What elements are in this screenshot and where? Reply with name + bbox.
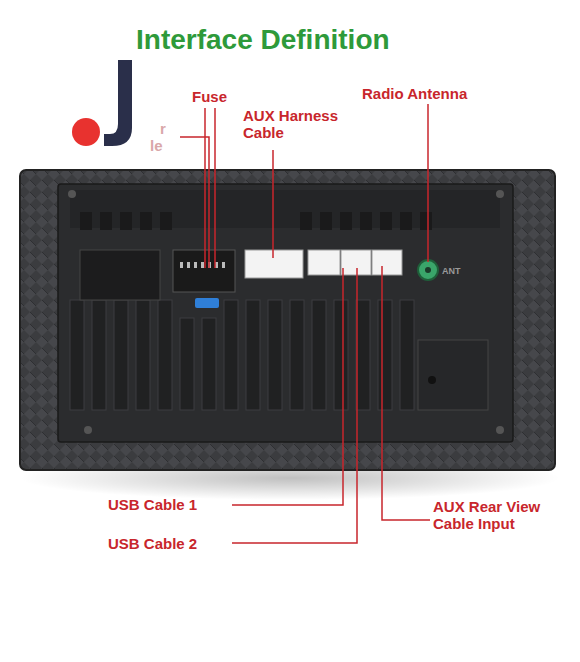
blank-cover bbox=[80, 250, 160, 300]
part-label: USB Cable 2 bbox=[108, 535, 228, 552]
part-label: le bbox=[150, 137, 180, 154]
antenna-pin bbox=[425, 267, 431, 273]
usb2-port bbox=[341, 250, 371, 275]
top-vent-strip bbox=[70, 190, 500, 228]
part-label: ANT bbox=[442, 266, 482, 277]
power-connector bbox=[173, 250, 235, 292]
part-label: AUX Harness Cable bbox=[243, 107, 353, 141]
antenna-socket bbox=[418, 260, 438, 280]
part-label: AUX Rear View Cable Input bbox=[433, 498, 545, 532]
aux-harness-port bbox=[245, 250, 303, 278]
part-label: Radio Antenna bbox=[362, 85, 502, 102]
usb1-port bbox=[308, 250, 340, 275]
camera-port bbox=[372, 250, 402, 275]
connector-pins bbox=[180, 262, 225, 268]
logo-dot bbox=[72, 118, 100, 146]
leader-lines bbox=[180, 104, 430, 543]
part-label: Fuse bbox=[192, 88, 252, 105]
part-label: USB Cable 1 bbox=[108, 496, 228, 513]
fuse bbox=[195, 298, 219, 308]
diagram-title: Interface Definition bbox=[136, 24, 390, 56]
screws bbox=[68, 190, 504, 434]
socket bbox=[428, 376, 436, 384]
side-block bbox=[418, 340, 488, 410]
lower-fins bbox=[70, 300, 414, 410]
outer-frame bbox=[20, 170, 555, 470]
logo-mark bbox=[104, 60, 132, 146]
vent-slots bbox=[80, 212, 432, 230]
part-label: r bbox=[160, 120, 190, 137]
rear-panel bbox=[58, 184, 513, 442]
